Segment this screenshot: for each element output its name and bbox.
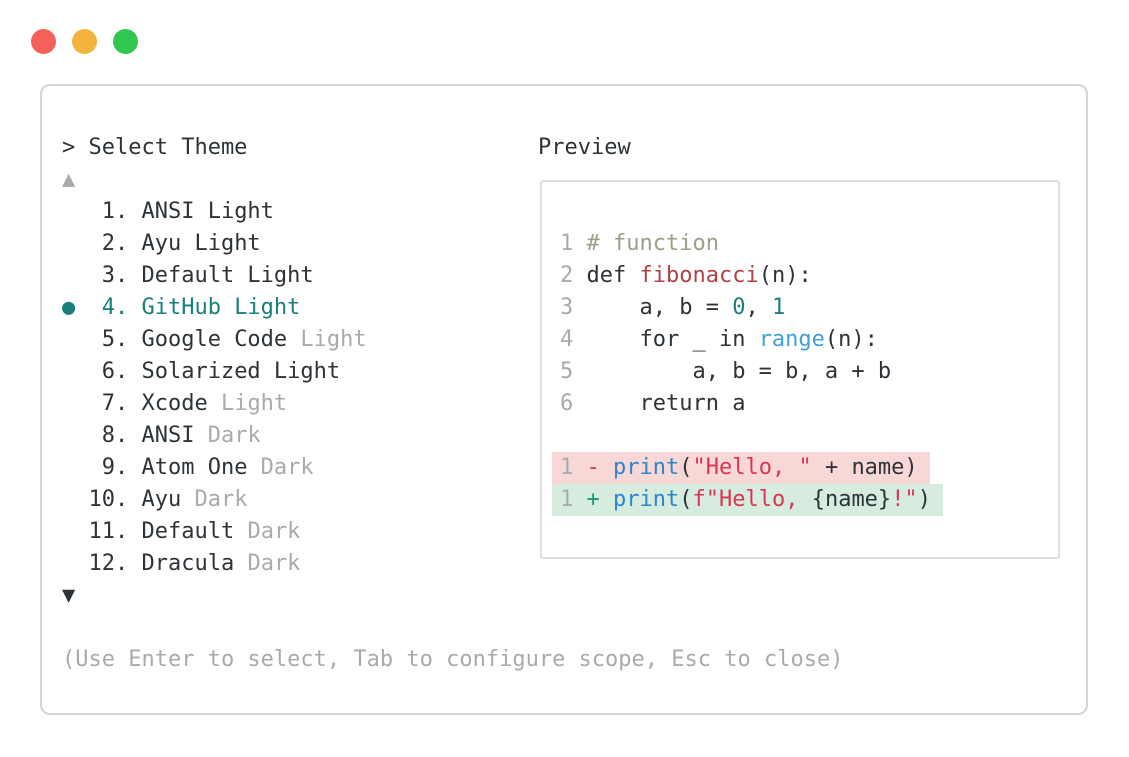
bullet-placeholder <box>62 359 75 384</box>
bullet-placeholder <box>62 391 75 416</box>
theme-item-label: 10. Ayu <box>75 487 182 512</box>
theme-item-8[interactable]: 8. ANSI Dark <box>62 420 367 452</box>
bullet-placeholder <box>62 519 75 544</box>
theme-item-4[interactable]: ● 4. GitHub Light <box>62 292 367 324</box>
keyboard-hint: (Use Enter to select, Tab to configure s… <box>62 647 844 672</box>
theme-item-9[interactable]: 9. Atom One Dark <box>62 452 367 484</box>
close-button[interactable] <box>31 29 56 54</box>
code-line: 3 a, b = 0, 1 <box>560 295 786 320</box>
theme-item-label: 7. Xcode <box>75 391 208 416</box>
scroll-down-icon[interactable]: ▼ <box>62 583 76 608</box>
theme-picker-window: > Select Theme ▲ 1. ANSI Light 2. Ayu Li… <box>40 84 1088 715</box>
bullet-placeholder <box>62 423 75 448</box>
theme-item-5[interactable]: 5. Google Code Light <box>62 324 367 356</box>
theme-item-11[interactable]: 11. Default Dark <box>62 516 367 548</box>
code-line: 4 for _ in range(n): <box>560 327 878 352</box>
theme-item-dim-label: Dark <box>234 519 301 544</box>
code-line: 1 # function <box>560 231 719 256</box>
theme-item-10[interactable]: 10. Ayu Dark <box>62 484 367 516</box>
scroll-up-icon[interactable]: ▲ <box>62 167 76 192</box>
bullet-placeholder <box>62 455 75 480</box>
theme-item-3[interactable]: 3. Default Light <box>62 260 367 292</box>
theme-item-label: 12. Dracula <box>75 551 235 576</box>
theme-item-7[interactable]: 7. Xcode Light <box>62 388 367 420</box>
theme-item-label: 2. Ayu Light <box>75 231 261 256</box>
theme-item-6[interactable]: 6. Solarized Light <box>62 356 367 388</box>
theme-item-1[interactable]: 1. ANSI Light <box>62 196 367 228</box>
theme-item-label: 8. ANSI <box>75 423 195 448</box>
diff-line-removed: 1 - print("Hello, " + name) <box>552 452 930 484</box>
preview-code: 1 # function 2 def fibonacci(n): 3 a, b = … <box>542 182 1058 516</box>
theme-item-label: 5. Google Code <box>75 327 288 352</box>
bullet-placeholder <box>62 231 75 256</box>
theme-item-dim-label: Light <box>287 327 367 352</box>
bullet-placeholder <box>62 551 75 576</box>
theme-item-dim-label: Dark <box>234 551 301 576</box>
theme-item-label: 1. ANSI Light <box>75 199 274 224</box>
theme-item-dim-label: Light <box>207 391 288 416</box>
theme-item-label: 3. Default Light <box>75 263 314 288</box>
bullet-placeholder <box>62 199 75 224</box>
theme-item-12[interactable]: 12. Dracula Dark <box>62 548 367 580</box>
selected-bullet-icon: ● <box>62 295 76 320</box>
theme-item-dim-label: Dark <box>194 423 261 448</box>
bullet-placeholder <box>62 327 75 352</box>
code-line: 2 def fibonacci(n): <box>560 263 812 288</box>
theme-item-label: 6. Solarized Light <box>75 359 341 384</box>
preview-pane: 1 # function 2 def fibonacci(n): 3 a, b = … <box>540 180 1060 559</box>
maximize-button[interactable] <box>113 29 138 54</box>
code-line: 5 a, b = b, a + b <box>560 359 892 384</box>
blank-line <box>552 420 572 452</box>
preview-label: Preview <box>538 135 631 160</box>
theme-item-2[interactable]: 2. Ayu Light <box>62 228 367 260</box>
theme-item-label: 11. Default <box>75 519 235 544</box>
theme-item-label: 9. Atom One <box>75 455 248 480</box>
theme-item-dim-label: Dark <box>181 487 248 512</box>
minimize-button[interactable] <box>72 29 97 54</box>
select-theme-prompt: > Select Theme <box>62 135 248 160</box>
theme-item-label: 4. GitHub Light <box>75 295 301 320</box>
theme-item-dim-label: Dark <box>247 455 314 480</box>
bullet-placeholder <box>62 487 75 512</box>
diff-line-added: 1 + print(f"Hello, {name}!") <box>552 484 943 516</box>
bullet-placeholder <box>62 263 75 288</box>
code-line: 6 return a <box>560 391 746 416</box>
theme-list: 1. ANSI Light 2. Ayu Light 3. Default Li… <box>62 196 367 580</box>
